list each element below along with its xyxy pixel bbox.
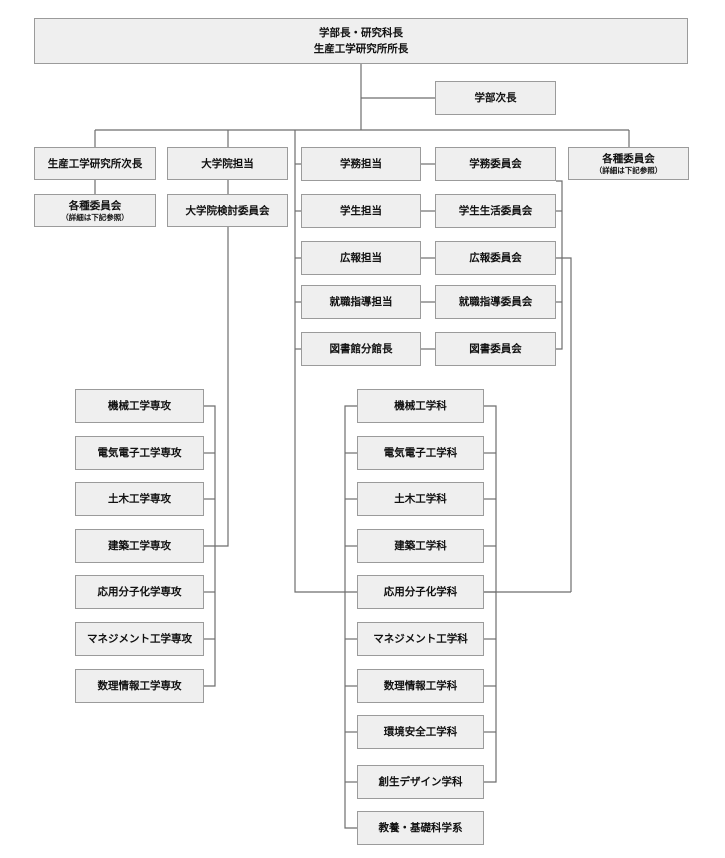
library-committee-box: 図書委員会 bbox=[435, 332, 556, 366]
grad-major-box: 土木工学専攻 bbox=[75, 482, 204, 516]
department-box: 数理情報工学科 bbox=[357, 669, 484, 703]
student-affairs-officer-box: 学生担当 bbox=[301, 194, 421, 228]
department-box: 建築工学科 bbox=[357, 529, 484, 563]
public-relations-committee-box: 広報委員会 bbox=[435, 241, 556, 275]
department-box: マネジメント工学科 bbox=[357, 622, 484, 656]
grad-major-box: 機械工学専攻 bbox=[75, 389, 204, 423]
branch-library-director-box: 図書館分館長 bbox=[301, 332, 421, 366]
grad-major-box: マネジメント工学専攻 bbox=[75, 622, 204, 656]
department-box: 応用分子化学科 bbox=[357, 575, 484, 609]
grad-major-box: 建築工学専攻 bbox=[75, 529, 204, 563]
grad-major-box: 電気電子工学専攻 bbox=[75, 436, 204, 470]
department-box: 電気電子工学科 bbox=[357, 436, 484, 470]
committee-bracket bbox=[556, 180, 563, 350]
institute-director-title: 生産工学研究所所長 bbox=[313, 43, 409, 55]
grad-major-box: 応用分子化学専攻 bbox=[75, 575, 204, 609]
graduate-committee-box: 大学院検討委員会 bbox=[167, 194, 288, 227]
dean-box: 学部長・研究科長 生産工学研究所所長 bbox=[34, 18, 688, 64]
department-box: 教養・基礎科学系 bbox=[357, 811, 484, 845]
committees-right-box: 各種委員会 （詳細は下記参照） bbox=[568, 147, 689, 180]
dean-title: 学部長・研究科長 bbox=[319, 27, 403, 39]
majors-bracket bbox=[204, 405, 216, 687]
committees-left-box: 各種委員会 （詳細は下記参照） bbox=[34, 194, 156, 227]
vice-dean-box: 学部次長 bbox=[435, 81, 556, 115]
public-relations-officer-box: 広報担当 bbox=[301, 241, 421, 275]
graduate-trunk bbox=[204, 227, 229, 547]
career-guidance-officer-box: 就職指導担当 bbox=[301, 285, 421, 319]
academic-affairs-officer-box: 学務担当 bbox=[301, 147, 421, 181]
department-box: 環境安全工学科 bbox=[357, 715, 484, 749]
departments-right-bracket bbox=[484, 405, 497, 783]
pr-committee-link bbox=[556, 257, 572, 592]
graduate-officer-box: 大学院担当 bbox=[167, 147, 288, 180]
academic-affairs-committee-box: 学務委員会 bbox=[435, 147, 556, 181]
career-guidance-committee-box: 就職指導委員会 bbox=[435, 285, 556, 319]
department-box: 土木工学科 bbox=[357, 482, 484, 516]
department-box: 機械工学科 bbox=[357, 389, 484, 423]
departments-left-bracket bbox=[344, 405, 357, 829]
grad-major-box: 数理情報工学専攻 bbox=[75, 669, 204, 703]
research-vice-director-box: 生産工学研究所次長 bbox=[34, 147, 156, 180]
department-box: 創生デザイン学科 bbox=[357, 765, 484, 799]
student-life-committee-box: 学生生活委員会 bbox=[435, 194, 556, 228]
